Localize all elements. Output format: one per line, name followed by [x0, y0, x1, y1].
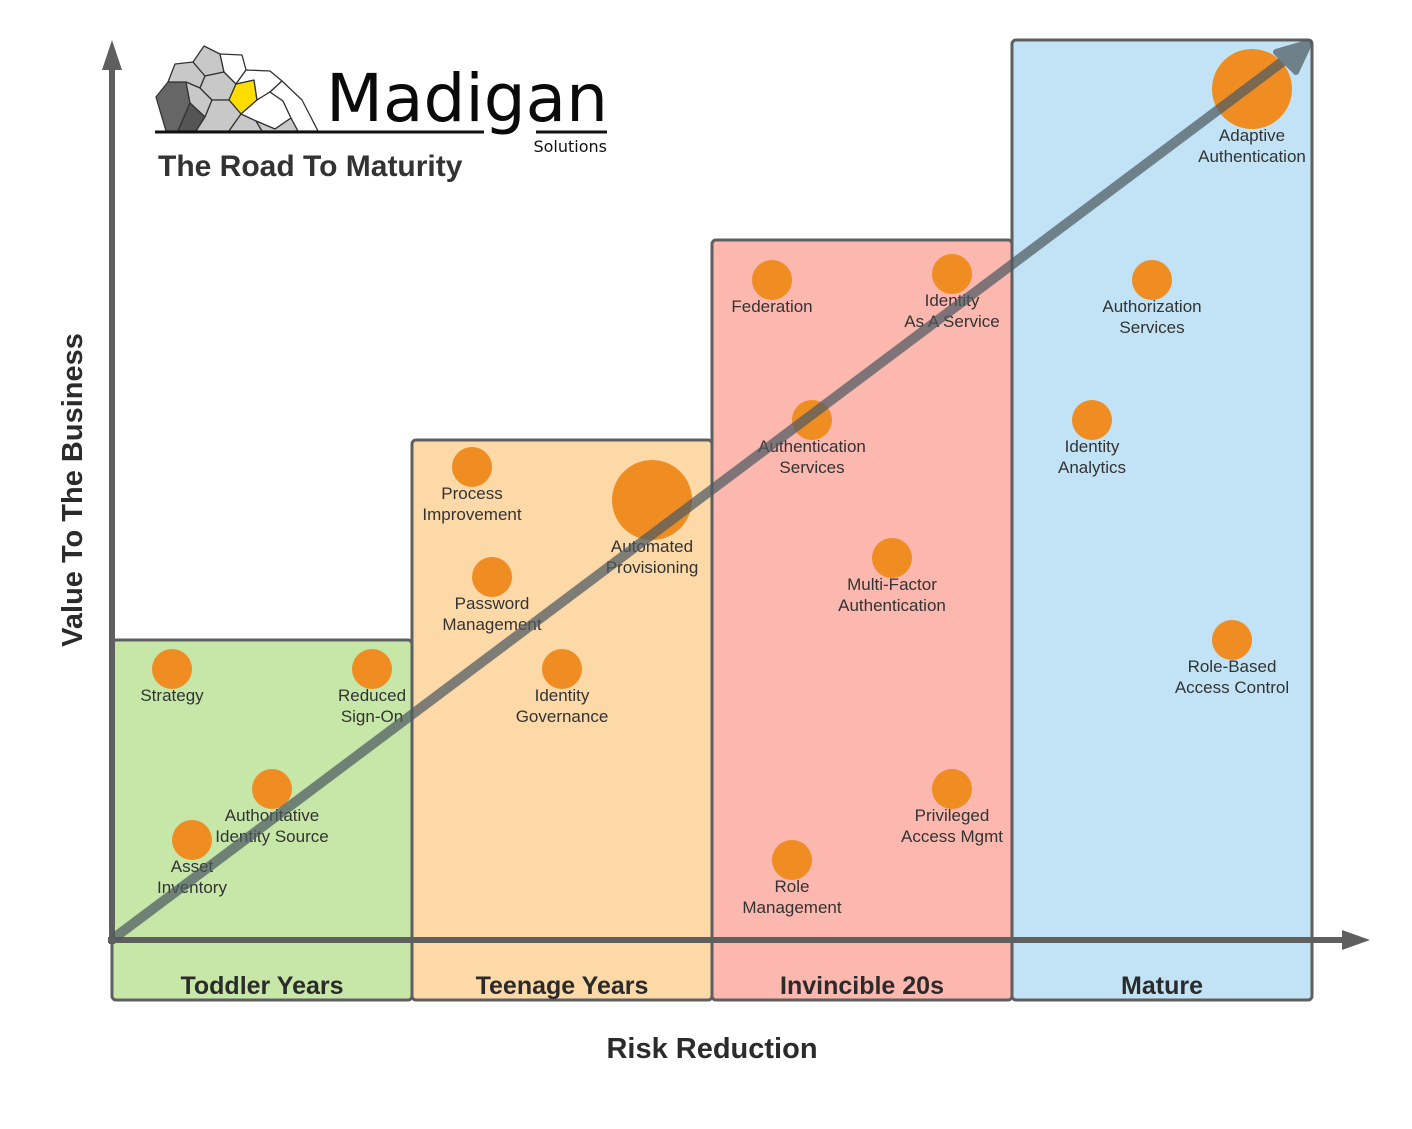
capability-label: Reduced — [338, 686, 406, 705]
trend-arrow — [111, 39, 1313, 942]
stage-label: Teenage Years — [476, 972, 649, 1000]
stage-boxes: Toddler Years Teenage Years Invincible 20s… — [110, 38, 1314, 1002]
x-axis-arrowhead — [1342, 930, 1370, 950]
stage-label: Toddler Years — [180, 972, 343, 1000]
stage-box-mature — [1010, 38, 1314, 1002]
capability-label: Access Mgmt — [901, 827, 1003, 846]
capability-label: Multi-Factor — [847, 575, 937, 594]
capability-bubble — [932, 769, 972, 809]
capability-label: Process — [441, 484, 502, 503]
capability-label: Role — [775, 877, 810, 896]
capability-label: Services — [1119, 318, 1184, 337]
capability-label: Federation — [731, 297, 812, 316]
logo-sub: Solutions — [533, 137, 607, 156]
capability-label: Strategy — [140, 686, 204, 705]
x-axis-label: Risk Reduction — [606, 1033, 817, 1065]
madigan-logo: Madigan Solutions — [155, 45, 608, 156]
axes — [102, 40, 1370, 950]
capability-label: Password — [455, 594, 530, 613]
capability-bubble — [1072, 400, 1112, 440]
capability-label: Authentication — [838, 596, 946, 615]
capability-label: Analytics — [1058, 458, 1126, 477]
capability-label: Access Control — [1175, 678, 1289, 697]
capability-bubble — [472, 557, 512, 597]
capability-label: Privileged — [915, 806, 990, 825]
capability-bubble — [352, 649, 392, 689]
capability-label: Governance — [516, 707, 609, 726]
capability-label: Provisioning — [606, 558, 699, 577]
capability-bubble — [932, 254, 972, 294]
capability-bubble — [152, 649, 192, 689]
capability-label: Adaptive — [1219, 126, 1285, 145]
y-axis-label: Value To The Business — [57, 333, 89, 647]
stage-label: Invincible 20s — [780, 972, 944, 1000]
capability-bubble — [772, 840, 812, 880]
logo-brand: Madigan — [326, 60, 608, 137]
capability-label: Identity — [1065, 437, 1120, 456]
capability-label: Role-Based — [1188, 657, 1277, 676]
capability-label: Improvement — [422, 505, 521, 524]
capability-label: Sign-On — [341, 707, 403, 726]
capability-bubble — [612, 460, 692, 540]
capability-bubble — [172, 820, 212, 860]
capability-label: Management — [742, 898, 842, 917]
capability-bubble — [872, 538, 912, 578]
capability-label: Services — [779, 458, 844, 477]
capability-bubble — [542, 649, 582, 689]
capability-label: Identity — [535, 686, 590, 705]
capability-label: Authorization — [1102, 297, 1201, 316]
stage-label: Mature — [1121, 972, 1203, 1000]
capability-bubble — [752, 260, 792, 300]
capability-bubble — [1212, 620, 1252, 660]
stage-box-invincible-20s — [710, 238, 1014, 1002]
capability-item: Strategy — [140, 649, 204, 705]
capability-label: Authentication — [758, 437, 866, 456]
capability-item: Federation — [731, 260, 813, 316]
capability-bubble — [252, 769, 292, 809]
y-axis-arrowhead — [102, 40, 122, 70]
capability-label: Management — [442, 615, 542, 634]
page-title: The Road To Maturity — [158, 150, 463, 183]
capability-bubble — [1132, 260, 1172, 300]
capability-label: Authentication — [1198, 147, 1306, 166]
capability-bubble — [452, 447, 492, 487]
